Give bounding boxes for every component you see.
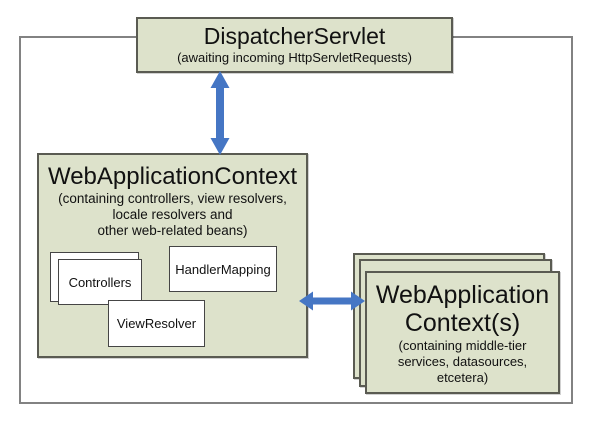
- controllers-label: Controllers: [68, 274, 132, 290]
- web-application-context-subtitle: (containing controllers, view resolvers,…: [39, 191, 306, 239]
- subtitle-line: other web-related beans): [97, 223, 248, 238]
- subtitle-line: services, datasources,: [397, 354, 528, 369]
- controllers-bean-box: Controllers: [58, 259, 142, 305]
- dispatcher-servlet-subtitle: (awaiting incoming HttpServletRequests): [177, 50, 412, 65]
- dispatcher-servlet-title: DispatcherServlet: [203, 23, 386, 49]
- title-line: Context(s): [404, 309, 521, 337]
- view-resolver-label: ViewResolver: [116, 316, 197, 331]
- subtitle-line: (containing middle-tier: [398, 338, 527, 353]
- middle-tier-context-box-front: WebApplication Context(s) (containing mi…: [365, 271, 560, 394]
- middle-tier-context-title: WebApplication Context(s): [367, 273, 558, 337]
- subtitle-line: locale resolvers and: [112, 207, 233, 222]
- view-resolver-bean-box: ViewResolver: [108, 300, 205, 347]
- subtitle-line: etcetera): [436, 370, 489, 385]
- dispatcher-servlet-box: DispatcherServlet (awaiting incoming Htt…: [136, 17, 453, 73]
- middle-tier-context-subtitle: (containing middle-tier services, dataso…: [367, 337, 558, 386]
- web-application-context-title: WebApplicationContext: [47, 163, 298, 190]
- context-link-arrow-icon: [299, 291, 365, 311]
- dispatcher-context-arrow-icon: [210, 71, 230, 155]
- web-application-context-box: WebApplicationContext (containing contro…: [37, 153, 308, 358]
- title-line: WebApplication: [375, 281, 550, 309]
- handler-mapping-label: HandlerMapping: [175, 261, 271, 277]
- handler-mapping-bean-box: HandlerMapping: [169, 246, 277, 292]
- subtitle-line: (containing controllers, view resolvers,: [58, 191, 287, 206]
